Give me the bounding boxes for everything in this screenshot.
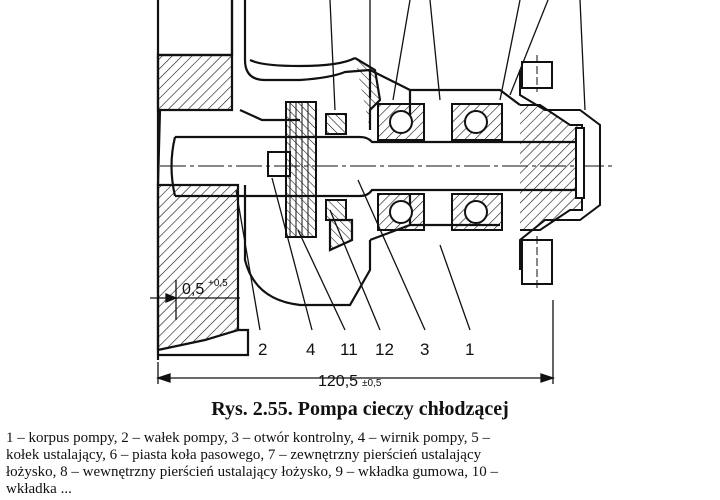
overall-length-tolerance: ±0,5	[362, 378, 382, 389]
legend-line: wkładka ...	[6, 481, 72, 497]
overall-dimension	[155, 300, 556, 384]
pump-body	[156, 0, 521, 360]
callout-4: 4	[306, 340, 315, 359]
callout-2: 2	[258, 340, 267, 359]
gap-dimension-value: 0,5	[182, 281, 204, 298]
legend-line: 1 – korpus pompy, 2 – wałek pompy, 3 – o…	[6, 430, 490, 446]
figure-legend: 1 – korpus pompy, 2 – wałek pompy, 3 – o…	[6, 430, 714, 498]
pump-impeller	[267, 101, 317, 238]
callout-3: 3	[420, 340, 429, 359]
pulley-hub	[519, 55, 601, 290]
shaft-seal	[325, 113, 347, 221]
callout-leaders	[235, 0, 586, 331]
callout-1: 1	[465, 340, 474, 359]
figure-caption-title: Rys. 2.55. Pompa cieczy chłodzącej	[211, 398, 509, 420]
pump-bearings	[377, 103, 503, 231]
callout-11: 11	[340, 340, 358, 359]
legend-line: łożysko, 8 – wewnętrzny pierścień ustala…	[6, 464, 498, 480]
pump-shaft	[160, 135, 612, 198]
legend-line: kołek ustalający, 6 – piasta koła pasowe…	[6, 447, 482, 463]
overall-length-value: 120,5	[318, 373, 358, 390]
gap-dimension-tolerance: +0,5	[208, 278, 228, 289]
gap-dimension	[150, 280, 240, 320]
callout-12: 12	[375, 340, 394, 359]
